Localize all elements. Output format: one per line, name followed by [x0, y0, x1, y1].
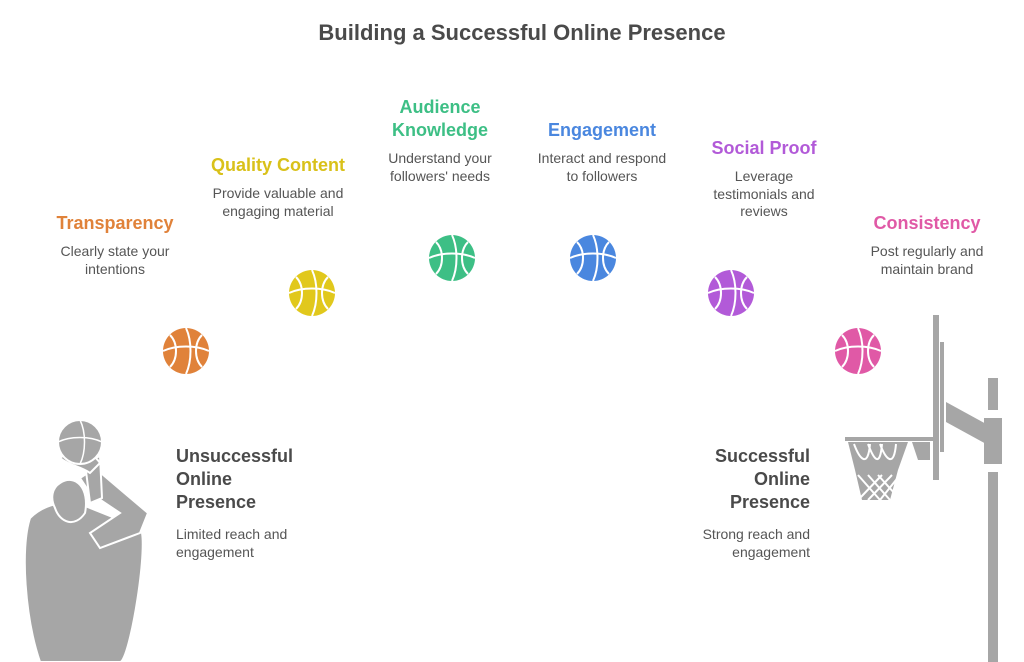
step-desc-line: reviews: [740, 203, 788, 219]
end-title-line: Successful: [714, 446, 810, 466]
step-title: Audience Knowledge: [391, 97, 488, 140]
step-desc-line: Understand your: [388, 150, 492, 166]
basketball-icon: [288, 269, 336, 317]
step-desc-line: Interact and respond: [537, 150, 667, 166]
end-desc-line: engagement: [732, 543, 810, 560]
basketball-icon: [428, 234, 476, 282]
basketball-player-icon: [23, 419, 150, 662]
step-desc-line: Clearly state your: [60, 243, 170, 259]
end-desc-line: Strong reach and: [702, 526, 810, 542]
basketball-icon: [569, 234, 617, 282]
end-title-line: Presence: [729, 492, 810, 512]
step-desc-line: followers' needs: [390, 167, 490, 184]
step-title: Consistency: [873, 213, 981, 233]
basketball-icon: [162, 327, 210, 375]
step-desc-line: to followers: [566, 167, 638, 184]
basketball-hoop-icon: [845, 315, 1002, 662]
step-title: Social Proof: [711, 138, 817, 158]
step-desc-line: Leverage: [734, 168, 794, 184]
step-title: Transparency: [56, 213, 174, 233]
step-desc-line: Post regularly and: [870, 243, 984, 259]
step-desc-line: maintain brand: [880, 260, 974, 277]
step-title: Engagement: [547, 120, 657, 140]
start-desc-line: Limited reach and: [176, 526, 288, 542]
step-desc-line: testimonials and: [713, 185, 815, 202]
step-desc-line: Provide valuable and: [212, 185, 344, 201]
step-desc-line: intentions: [85, 260, 145, 277]
start-title-line: Unsuccessful: [176, 446, 294, 466]
start-title-line: Presence: [176, 492, 257, 512]
step-desc-line: engaging material: [222, 202, 334, 219]
page-title: Building a Successful Online Presence: [318, 20, 726, 45]
start-title-line: Online: [176, 469, 233, 489]
end-title-line: Online: [753, 469, 810, 489]
step-title: Quality Content: [211, 155, 345, 175]
start-desc-line: engagement: [176, 543, 254, 560]
basketball-icon: [707, 269, 755, 317]
